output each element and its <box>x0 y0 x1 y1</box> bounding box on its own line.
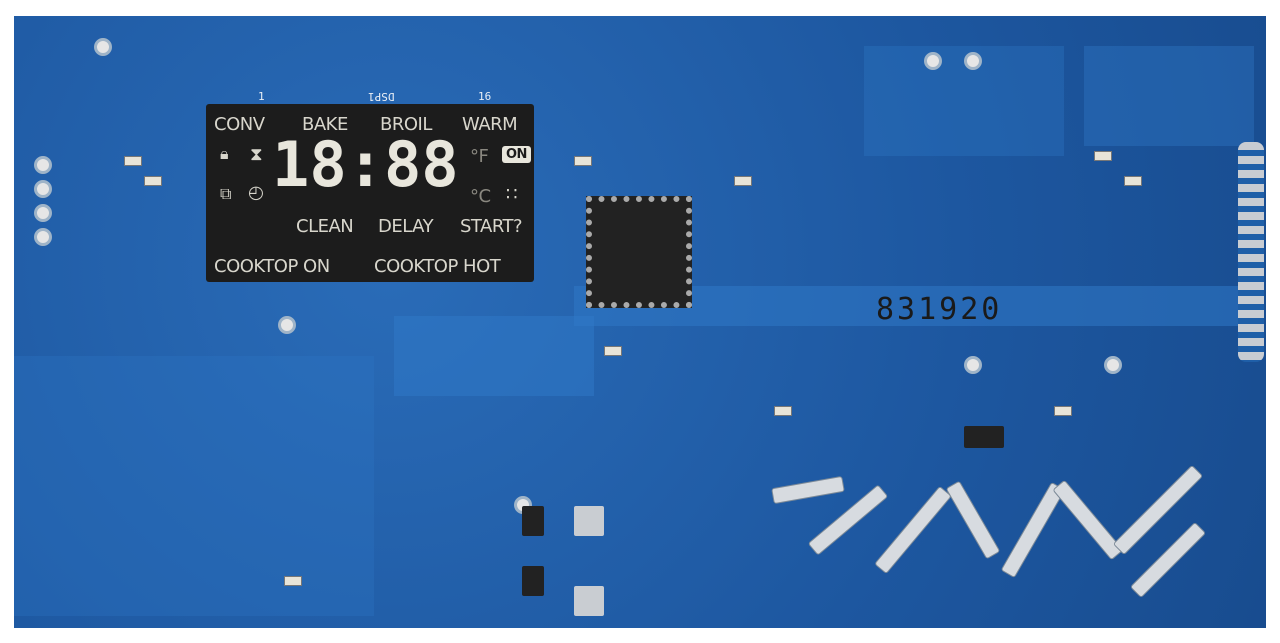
smd-component <box>124 156 142 166</box>
smd-component <box>1094 151 1112 161</box>
cooktop-on: COOKTOP ON <box>214 256 330 277</box>
led <box>574 586 604 616</box>
smd-component <box>1054 406 1072 416</box>
microcontroller-chip <box>586 196 692 308</box>
smd-component <box>734 176 752 186</box>
mode-clean: CLEAN <box>296 216 354 237</box>
pin-last-label: 16 <box>478 90 492 103</box>
pin-first-label: 1 <box>258 90 265 103</box>
display-designator: DSP1 <box>368 90 395 103</box>
cooktop-hot: COOKTOP HOT <box>374 256 501 277</box>
via <box>1104 356 1122 374</box>
mode-warm: WARM <box>462 114 518 135</box>
via <box>964 356 982 374</box>
mode-start: START? <box>460 216 523 237</box>
via <box>278 316 296 334</box>
mode-conv: CONV <box>214 114 265 135</box>
via <box>964 52 982 70</box>
smd-component <box>604 346 622 356</box>
led <box>574 506 604 536</box>
transistor <box>522 566 544 596</box>
edge-connector <box>1238 142 1264 362</box>
solder-pad <box>1000 481 1066 579</box>
unit-fahrenheit: °F <box>470 146 489 167</box>
fan-dots-icon: ∷ <box>506 184 517 205</box>
via <box>34 156 52 174</box>
solder-pad <box>945 480 1001 560</box>
lcd-display: CONV BAKE BROIL WARM 🔒︎ ⧗ ⧉ ◴ 18:88 °F °… <box>206 104 534 282</box>
smd-component <box>574 156 592 166</box>
via <box>34 180 52 198</box>
via <box>34 204 52 222</box>
trace-area <box>1084 46 1254 146</box>
mode-delay: DELAY <box>378 216 434 237</box>
smd-component <box>144 176 162 186</box>
hourglass-icon: ⧗ <box>250 144 263 165</box>
solder-pad <box>874 485 952 575</box>
on-badge: ON <box>502 146 531 163</box>
trace-area <box>14 356 374 616</box>
clock-digits: 18:88 <box>272 128 459 201</box>
smd-component <box>1124 176 1142 186</box>
mode-bake: BAKE <box>302 114 348 135</box>
unit-celsius: °C <box>470 186 491 207</box>
serial-number: 831920 <box>876 292 1003 327</box>
timer-icon: ◴ <box>248 182 264 203</box>
mode-broil: BROIL <box>380 114 432 135</box>
lock-icon: 🔒︎ <box>220 144 229 163</box>
smd-component <box>774 406 792 416</box>
diode <box>964 426 1004 448</box>
solder-pad <box>771 475 845 505</box>
via <box>34 228 52 246</box>
solder-pad <box>1052 479 1124 561</box>
door-lock-icon: ⧉ <box>220 184 231 203</box>
relay-solder-pads <box>762 452 1222 602</box>
via <box>924 52 942 70</box>
trace-bus <box>394 316 594 396</box>
transistor <box>522 506 544 536</box>
smd-component <box>284 576 302 586</box>
mounting-hole <box>94 38 112 56</box>
